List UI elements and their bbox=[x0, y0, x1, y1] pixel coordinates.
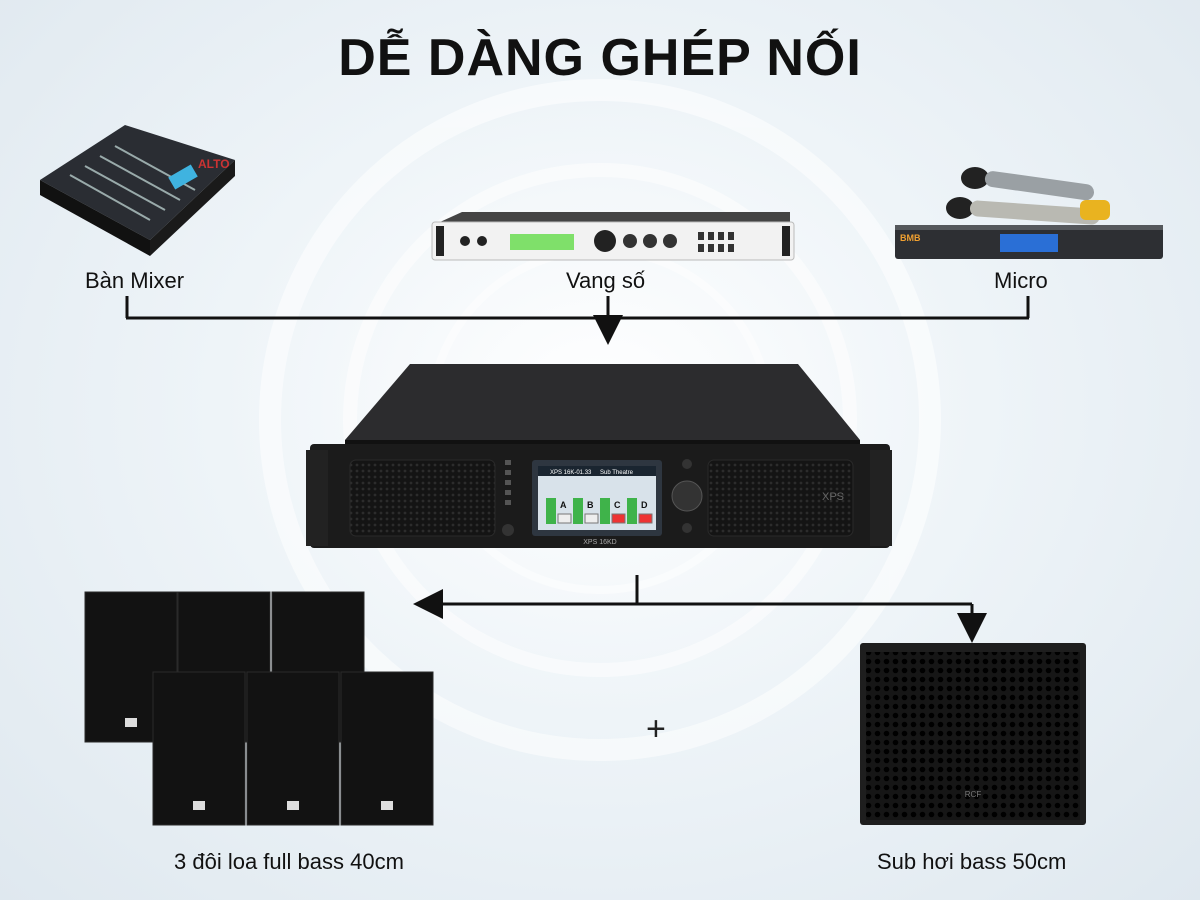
mixer-icon: ALTO bbox=[40, 125, 235, 256]
subwoofer-icon: RCF bbox=[860, 643, 1086, 825]
fullrange-speaker-group bbox=[84, 591, 434, 826]
output-connector-lines bbox=[413, 575, 987, 643]
subwoofer-logo: RCF bbox=[965, 790, 982, 799]
amp-channel-b: B bbox=[587, 500, 594, 510]
digital-processor-icon bbox=[431, 212, 795, 261]
fullrange-label: 3 đôi loa full bass 40cm bbox=[174, 849, 404, 874]
speaker-logo-badge bbox=[287, 801, 299, 810]
amp-side-label: XPS bbox=[822, 491, 844, 503]
amp-channel-meter bbox=[573, 498, 583, 524]
mixer-label: Bàn Mixer bbox=[85, 268, 185, 293]
svg-text:BMB: BMB bbox=[900, 233, 921, 243]
amp-mute-button bbox=[584, 513, 599, 524]
amp-screen-line1: XPS 16K-01.33 bbox=[550, 470, 592, 476]
fullrange-speaker-4 bbox=[152, 671, 246, 826]
subwoofer-label: Sub hơi bass 50cm bbox=[877, 849, 1067, 874]
fullrange-speaker-6 bbox=[340, 671, 434, 826]
amp-channel-meter bbox=[600, 498, 610, 524]
amp-channel-a: A bbox=[560, 500, 567, 510]
processor-label: Vang số bbox=[566, 268, 646, 293]
plus-sign: + bbox=[646, 710, 666, 748]
fullrange-speaker-5 bbox=[246, 671, 340, 826]
amp-mute-button bbox=[611, 513, 626, 524]
amp-channel-d: D bbox=[641, 500, 648, 510]
input-connector-lines bbox=[125, 296, 1030, 320]
amp-model-label: XPS 16KD bbox=[583, 539, 616, 546]
speaker-logo-badge bbox=[193, 801, 205, 810]
amp-channel-meter bbox=[627, 498, 637, 524]
amp-channel-meter bbox=[546, 498, 556, 524]
svg-text:ALTO: ALTO bbox=[198, 157, 230, 171]
micro-label: Micro bbox=[994, 268, 1048, 293]
amp-channel-strip: A B C D bbox=[546, 498, 653, 524]
amp-mute-button bbox=[638, 513, 653, 524]
speaker-logo-badge bbox=[381, 801, 393, 810]
speaker-logo-badge bbox=[125, 718, 137, 727]
amp-mute-button bbox=[557, 513, 572, 524]
page-title: DỄ DÀNG GHÉP NỐI bbox=[338, 29, 862, 87]
amp-screen-line2: Sub Theatre bbox=[600, 470, 634, 476]
wireless-microphone-icon: BMB bbox=[895, 167, 1163, 259]
amp-channel-c: C bbox=[614, 500, 621, 510]
